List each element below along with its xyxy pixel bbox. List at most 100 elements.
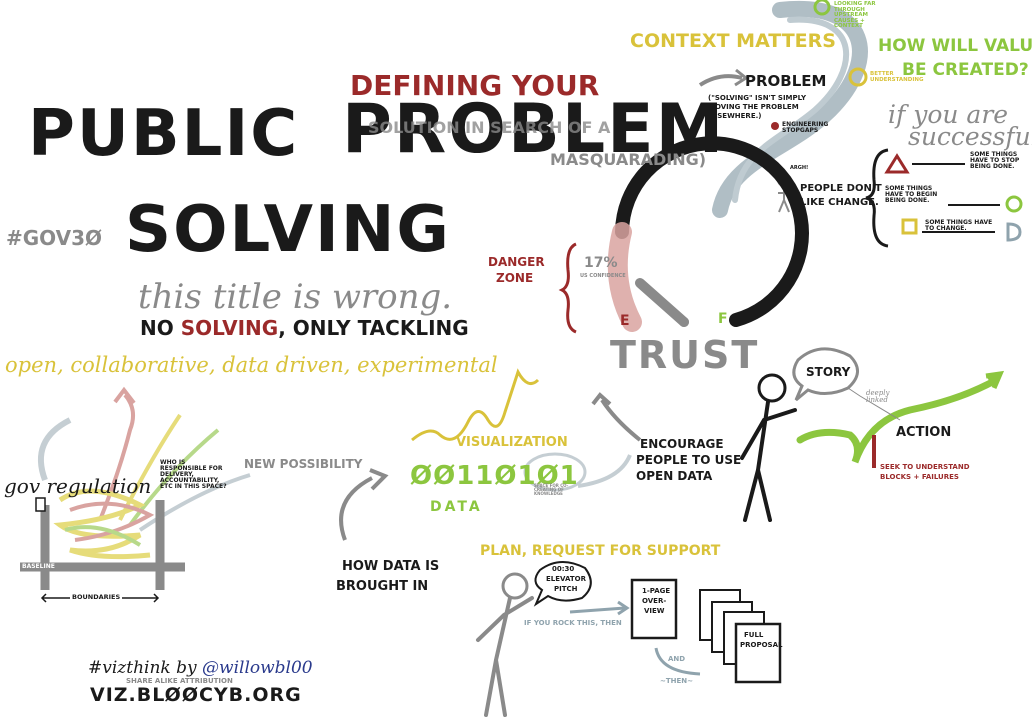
- title-solving: SOLVING: [125, 193, 451, 267]
- and-label: AND: [668, 655, 686, 663]
- begin-note: SOME THINGS HAVE TO BEGIN BEING DONE.: [885, 185, 938, 204]
- argh-label: ARGH!: [790, 165, 809, 171]
- tangle-pink: [69, 501, 155, 542]
- title-behind-1: SOLUTION IN SEARCH OF A: [368, 118, 611, 137]
- encourage-2: PEOPLE TO USE: [636, 453, 742, 467]
- full-doc-front: [734, 622, 782, 684]
- looking-far-label: LOOKING FAR THROUGH UPSTREAM CAUSES + CO…: [834, 1, 876, 29]
- elevator-label: ELEVATOR: [546, 575, 586, 583]
- stop-note: SOME THINGS HAVE TO STOP BEING DONE.: [970, 151, 1020, 170]
- confidence-pct: 17%: [584, 255, 618, 271]
- colored-arrow-green: [128, 428, 220, 527]
- engineering-dot: [771, 122, 779, 130]
- rock-arrow: [569, 606, 626, 614]
- pitch-figure-head: [501, 572, 529, 600]
- encourage-1: ENCOURAGE: [640, 437, 724, 451]
- tangle: [53, 488, 151, 560]
- gov-regulation-label: gov regulation: [4, 474, 152, 498]
- open-collab-line: open, collaborative, data driven, experi…: [5, 353, 498, 377]
- encourage-arrow-head: [591, 392, 612, 406]
- confidence-note: US CONFIDENCE: [580, 273, 626, 279]
- colored-arrow-gray: [138, 473, 251, 532]
- seek-2: BLOCKS + FAILURES: [880, 473, 959, 481]
- colored-arrow-red-head: [113, 386, 136, 405]
- rock-arrow-head: [617, 600, 630, 616]
- yellow-ring-mid: [848, 67, 868, 87]
- trust-label: TRUST: [610, 333, 760, 377]
- encourage-3: OPEN DATA: [636, 469, 713, 483]
- data-label: DATA: [430, 499, 483, 515]
- space-note: SPACE FOR CO-CREATING OF KNOWLEDGE: [534, 483, 569, 496]
- title-problem: PROBLEM: [342, 90, 726, 169]
- arrow-to-problem-head: [734, 68, 749, 87]
- d-shape-icon: [1006, 222, 1022, 242]
- title-behind-2: MASQUARADING): [550, 150, 707, 169]
- gauge-full-label: F: [718, 311, 728, 327]
- boundaries-label: BOUNDARIES: [70, 593, 123, 601]
- data-swirl: [577, 454, 632, 488]
- value-bracket: [865, 148, 889, 248]
- elevator-bubble: [533, 561, 592, 607]
- story-figure-body: [740, 400, 797, 522]
- solving-word: SOLVING: [180, 316, 279, 340]
- title-wrong-note: this title is wrong.: [138, 277, 453, 317]
- gauge-empty-label: E: [620, 313, 630, 329]
- no-solving-line: NO SOLVING, ONLY TACKLING: [140, 318, 469, 338]
- author-handle: @willowbl00: [202, 658, 313, 678]
- danger-zone-2: ZONE: [496, 271, 534, 285]
- how-data-1: HOW DATA IS: [342, 559, 440, 574]
- then-label: ~THEN~: [660, 677, 694, 685]
- full-proposal-2: PROPOSAL: [740, 641, 783, 649]
- pitch-label: PITCH: [554, 585, 578, 593]
- problem-label: PROBLEM: [745, 72, 827, 90]
- people-dont-1: PEOPLE DON'T: [800, 183, 882, 194]
- one-page-doc: [630, 578, 678, 640]
- defining-your-label: DEFINING YOUR: [350, 69, 600, 102]
- story-figure-head: [757, 373, 787, 403]
- if-successful-1: if you are: [888, 100, 1009, 129]
- trust-gauge-arc: [615, 136, 809, 327]
- deeply-link: [847, 387, 901, 421]
- pitch-figure-body: [476, 596, 534, 717]
- action-arrow-head: [985, 370, 1005, 389]
- one-page-3: VIEW: [644, 607, 665, 615]
- who-note: WHO IS RESPONSIBLE FOR DELIVERY, ACCOUNT…: [160, 459, 227, 490]
- triangle-icon: [884, 153, 910, 174]
- plan-heading: PLAN, REQUEST FOR SUPPORT: [480, 543, 721, 559]
- seek-1: SEEK TO UNDERSTAND: [880, 463, 970, 471]
- deeply-linked-note: deeply linked: [866, 389, 890, 404]
- change-note: SOME THINGS HAVE TO CHANGE.: [925, 219, 993, 232]
- title-public: PUBLIC: [28, 97, 300, 171]
- space-circle: [523, 452, 587, 492]
- elevator-time: 00:30: [552, 565, 575, 573]
- context-swoosh-inner: [732, 16, 850, 203]
- hashtag-gov30: #GOV3Ø: [6, 226, 103, 250]
- worried-figure-body: [778, 186, 790, 213]
- engineering-label: ENGINEERING STOPGAPS: [782, 121, 829, 134]
- action-arrow: [796, 376, 1000, 464]
- problem-note: ("SOLVING" ISN'T SIMPLY MOVING THE PROBL…: [708, 94, 807, 121]
- how-data-arrow: [339, 476, 373, 541]
- better-understanding-label: BETTER UNDERSTANDING: [870, 71, 924, 83]
- encourage-arrow: [600, 398, 642, 442]
- and-then-arrow: [654, 647, 701, 676]
- value-heading-1: HOW WILL VALUE: [878, 36, 1032, 56]
- story-label: STORY: [806, 365, 851, 379]
- green-circle-icon: [1005, 195, 1023, 213]
- if-successful-2: successful...: [908, 122, 1032, 151]
- site-url[interactable]: VIZ.BLØØCYB.ORG: [90, 684, 302, 706]
- tangle-green: [64, 525, 142, 547]
- gray-arc-left: [38, 417, 72, 482]
- danger-zone-1: DANGER: [488, 255, 545, 269]
- action-label: ACTION: [896, 425, 952, 440]
- baseline-label: BASELINE: [22, 563, 55, 570]
- story-bubble: [792, 347, 859, 402]
- rock-this-label: IF YOU ROCK THIS, THEN: [524, 619, 622, 627]
- vizthink-credit: #vizthink by @willowbl00: [88, 660, 313, 677]
- new-possibility-label: NEW POSSIBILITY: [244, 457, 363, 471]
- people-dont-2: LIKE CHANGE.: [800, 197, 879, 208]
- danger-bracket: [558, 242, 577, 334]
- share-alike-note: SHARE ALIKE ATTRIBUTION: [126, 677, 233, 685]
- danger-zone-arc: [607, 222, 642, 332]
- yellow-ring-top: [813, 0, 831, 16]
